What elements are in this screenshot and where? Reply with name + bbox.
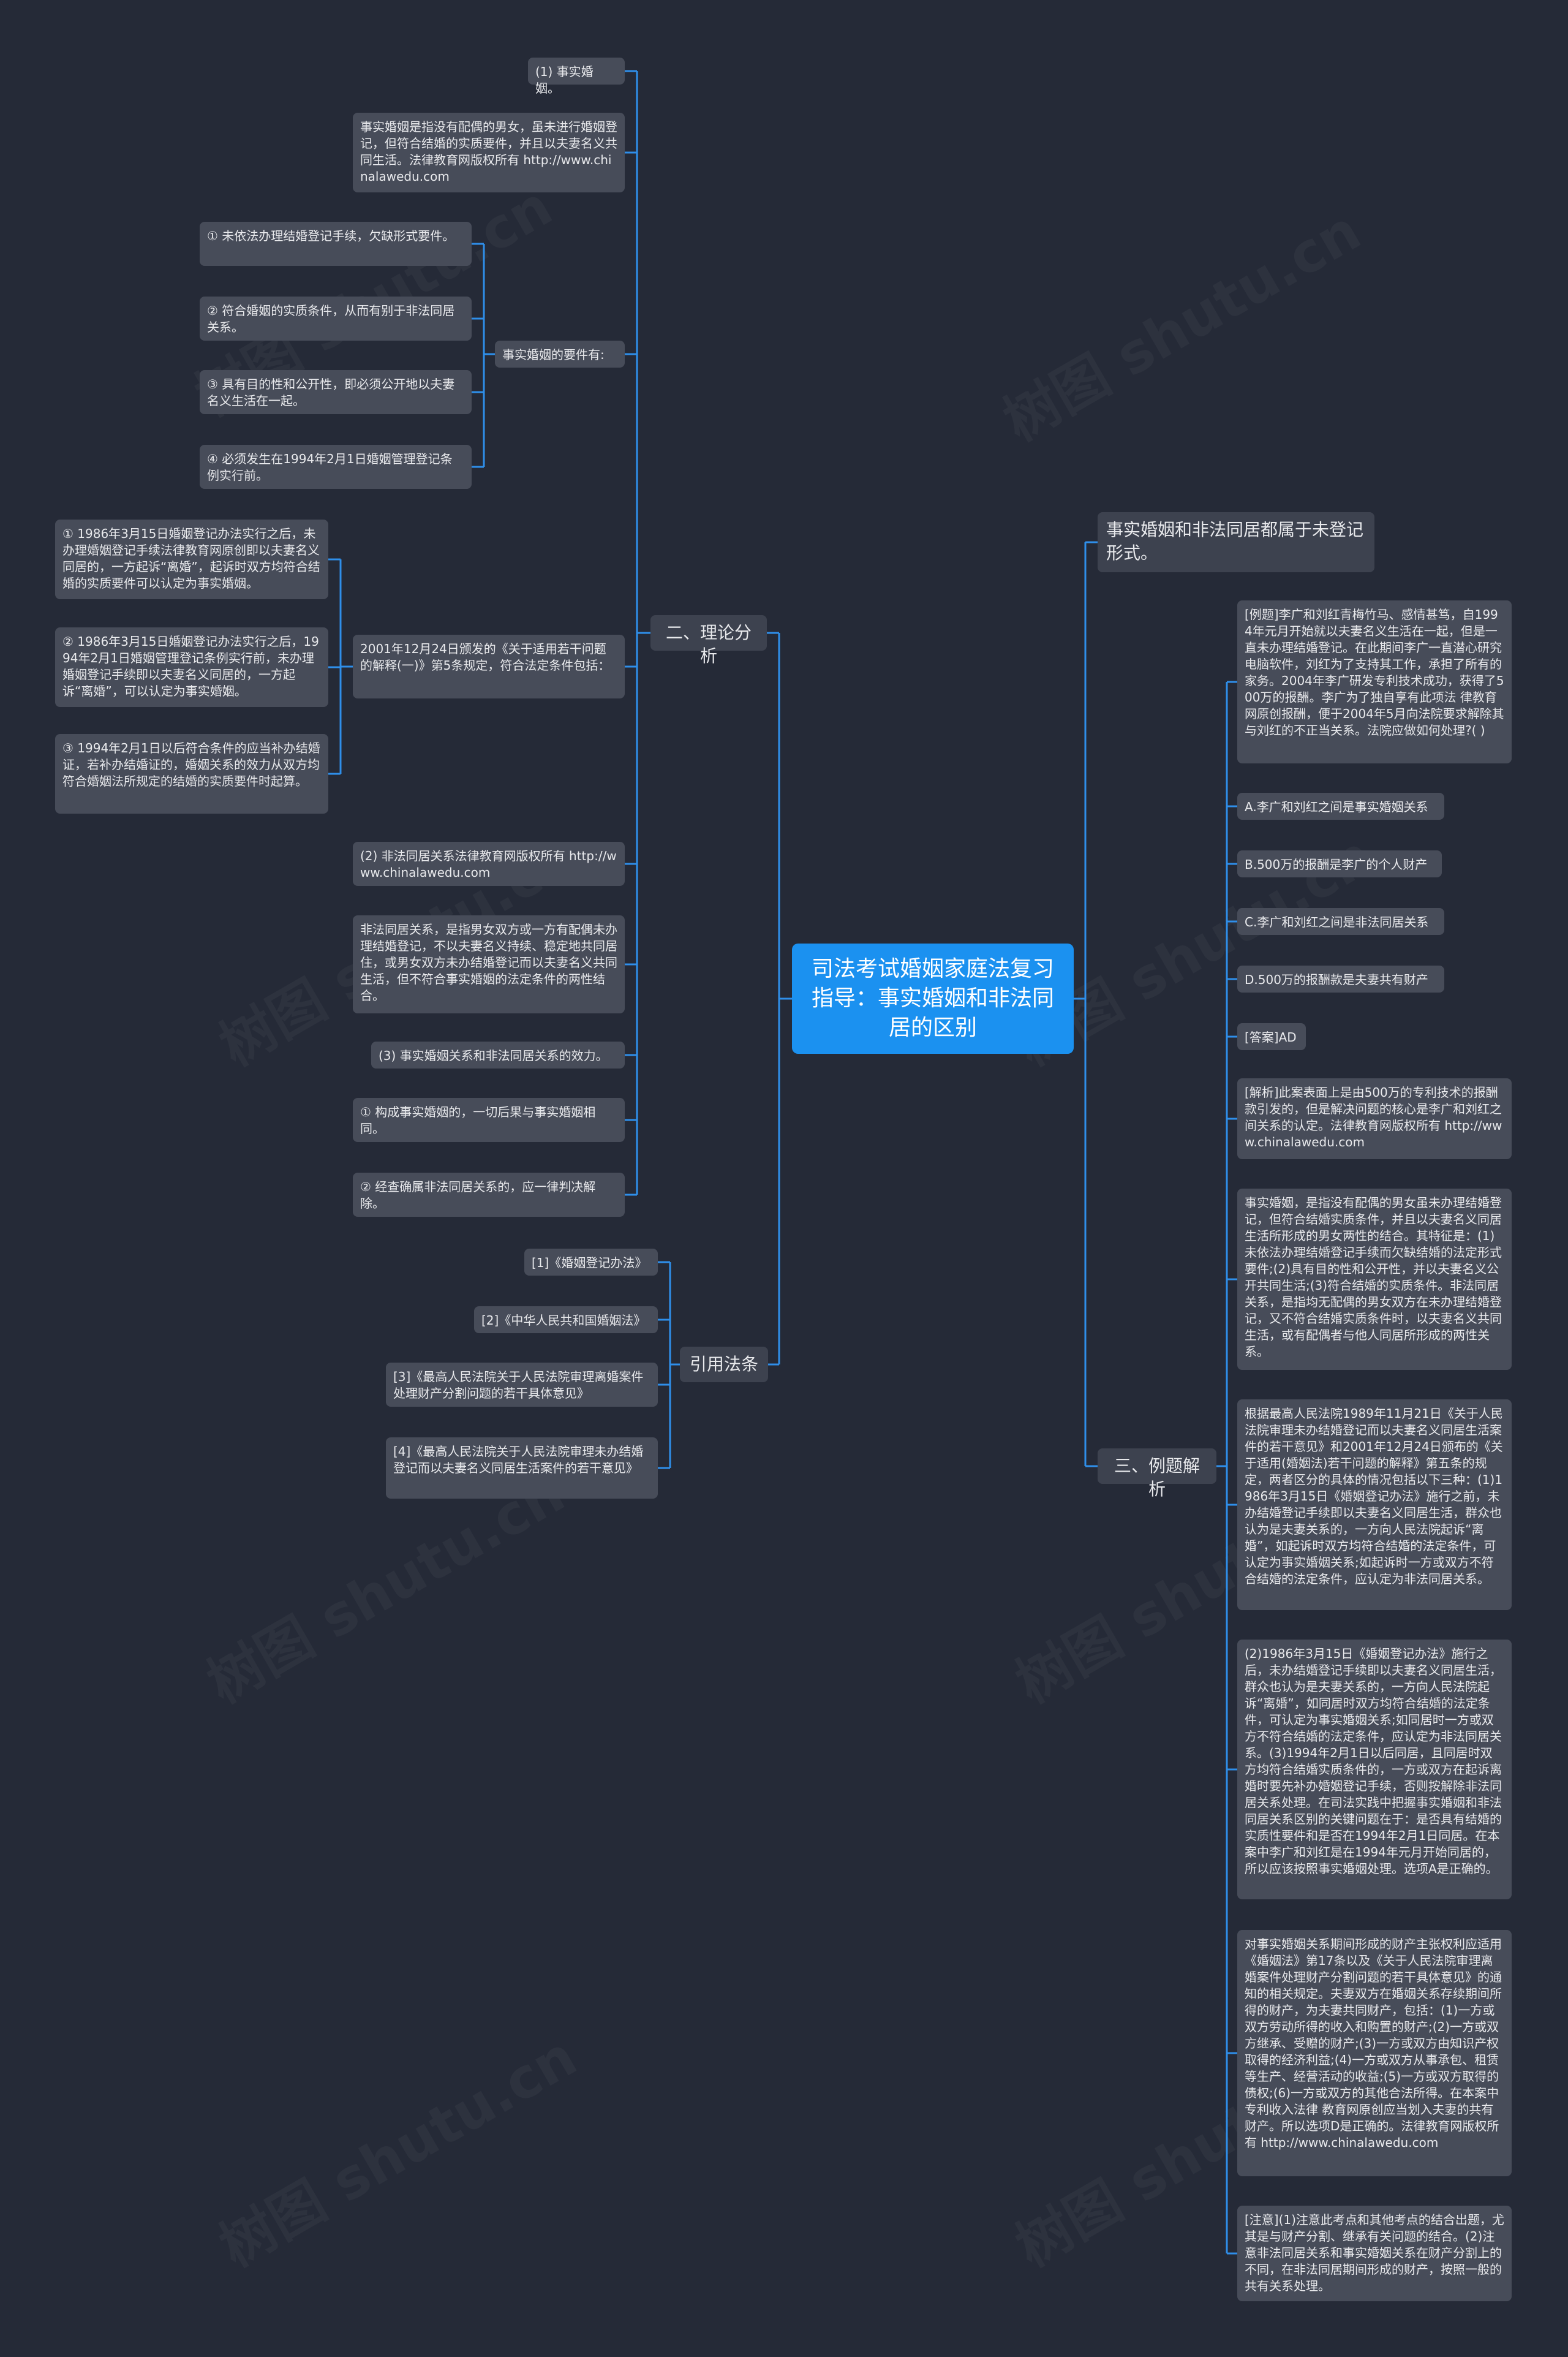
topic-req1[interactable]: ① 未依法办理结婚登记手续，欠缺形式要件。 bbox=[200, 222, 472, 266]
case-answer[interactable]: [答案]AD bbox=[1237, 1023, 1306, 1050]
law-item-1[interactable]: [1]《婚姻登记办法》 bbox=[524, 1249, 658, 1276]
case-definition[interactable]: 事实婚姻，是指没有配偶的男女虽未办理结婚登记，但符合结婚实质条件，并且以夫妻名义… bbox=[1237, 1189, 1512, 1370]
case-rule-2[interactable]: (2)1986年3月15日《婚姻登记办法》施行之后，未办结婚登记手续即以夫妻名义… bbox=[1237, 1640, 1512, 1899]
topic-s2-def[interactable]: 非法同居关系，是指男女双方或一方有配偶未办理结婚登记，不以夫妻名义持续、稳定地共… bbox=[353, 915, 625, 1013]
case-option-c[interactable]: C.李广和刘红之间是非法同居关系 bbox=[1237, 908, 1444, 935]
case-rule-1[interactable]: 根据最高人民法院1989年11月21日《关于人民法院审理未办结婚登记而以夫妻名义… bbox=[1237, 1399, 1512, 1610]
topic-interp3[interactable]: ③ 1994年2月1日以后符合条件的应当补办结婚证，若补办结婚证的，婚姻关系的效… bbox=[55, 734, 328, 814]
topic-req-label[interactable]: 事实婚姻的要件有: bbox=[495, 341, 625, 368]
topic-eff1[interactable]: ① 构成事实婚姻的，一切后果与事实婚姻相同。 bbox=[353, 1098, 625, 1142]
branch-case[interactable]: 三、例题解析 bbox=[1098, 1448, 1216, 1499]
topic-s1-def[interactable]: 事实婚姻是指没有配偶的男女，虽未进行婚姻登记，但符合结婚的实质要件，并且以夫妻名… bbox=[353, 113, 625, 192]
topic-interp1[interactable]: ① 1986年3月15日婚姻登记办法实行之后，未办理婚姻登记手续法律教育网原创即… bbox=[55, 520, 328, 599]
law-item-4[interactable]: [4]《最高人民法院关于人民法院审理未办结婚登记而以夫妻名义同居生活案件的若干意… bbox=[386, 1437, 658, 1499]
branch-theory[interactable]: 二、理论分析 bbox=[650, 615, 767, 666]
case-option-d[interactable]: D.500万的报酬款是夫妻共有财产 bbox=[1237, 966, 1444, 993]
root-topic[interactable]: 司法考试婚姻家庭法复习指导：事实婚姻和非法同居的区别 bbox=[792, 944, 1074, 1054]
law-item-3[interactable]: [3]《最高人民法院关于人民法院审理离婚案件处理财产分割问题的若干具体意见》 bbox=[386, 1363, 658, 1407]
topic-interp-label[interactable]: 2001年12月24日颁发的《关于适用若干问题的解释(一)》第5条规定，符合法定… bbox=[353, 635, 625, 698]
topic-s1[interactable]: (1) 事实婚姻。 bbox=[528, 58, 625, 96]
branch-first[interactable]: 事实婚姻和非法同居都属于未登记形式。 bbox=[1098, 512, 1374, 572]
topic-s3[interactable]: (3) 事实婚姻关系和非法同居关系的效力。 bbox=[371, 1042, 625, 1069]
topic-interp2[interactable]: ② 1986年3月15日婚姻登记办法实行之后，1994年2月1日婚姻管理登记条例… bbox=[55, 627, 328, 707]
case-question[interactable]: [例题]李广和刘红青梅竹马、感情甚笃，自1994年元月开始就以夫妻名义生活在一起… bbox=[1237, 600, 1512, 763]
case-option-a[interactable]: A.李广和刘红之间是事实婚姻关系 bbox=[1237, 793, 1444, 820]
case-analysis[interactable]: [解析]此案表面上是由500万的专利技术的报酬款引发的，但是解决问题的核心是李广… bbox=[1237, 1078, 1512, 1159]
topic-req4[interactable]: ④ 必须发生在1994年2月1日婚姻管理登记条例实行前。 bbox=[200, 445, 472, 489]
case-option-b[interactable]: B.500万的报酬是李广的个人财产 bbox=[1237, 850, 1442, 877]
topic-req2[interactable]: ② 符合婚姻的实质条件，从而有别于非法同居关系。 bbox=[200, 297, 472, 341]
case-property[interactable]: 对事实婚姻关系期间形成的财产主张权利应适用《婚姻法》第17条以及《关于人民法院审… bbox=[1237, 1930, 1512, 2176]
law-item-2[interactable]: [2]《中华人民共和国婚姻法》 bbox=[474, 1306, 658, 1333]
topic-eff2[interactable]: ② 经查确属非法同居关系的，应一律判决解除。 bbox=[353, 1173, 625, 1217]
branch-law[interactable]: 引用法条 bbox=[680, 1347, 768, 1382]
case-note[interactable]: [注意](1)注意此考点和其他考点的结合出题，尤其是与财产分割、继承有关问题的结… bbox=[1237, 2206, 1512, 2301]
topic-req3[interactable]: ③ 具有目的性和公开性，即必须公开地以夫妻名义生活在一起。 bbox=[200, 370, 472, 414]
topic-s2[interactable]: (2) 非法同居关系法律教育网版权所有 http://www.chinalawe… bbox=[353, 842, 625, 886]
